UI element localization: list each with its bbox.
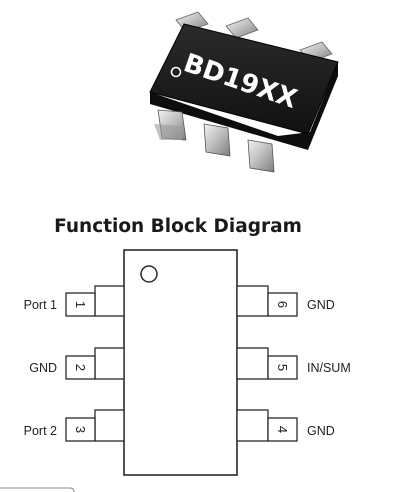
pin-number-box [65, 417, 96, 442]
pin-4: 4 GND [236, 409, 335, 442]
pin-label: Port 2 [24, 424, 57, 438]
pin-lead [94, 285, 125, 317]
pin-lead [94, 347, 125, 380]
pin-number-box [267, 417, 298, 442]
pin-2: 2 GND [29, 347, 125, 380]
pin-number: 3 [73, 426, 88, 433]
pin-label: Port 1 [24, 298, 57, 312]
pin-lead [236, 409, 269, 442]
cropped-edge [0, 487, 75, 492]
pin-number-box [65, 355, 96, 380]
pin-lead [236, 285, 269, 317]
pin-number: 2 [73, 364, 88, 371]
right-pins: 6 GND 5 IN/SUM 4 GND [236, 285, 351, 442]
pin-number: 6 [275, 301, 290, 308]
chip-package-illustration: BD19XX [149, 11, 339, 173]
pin-lead [236, 347, 269, 380]
pin-label: GND [29, 361, 57, 375]
pin-number: 1 [73, 301, 88, 308]
pin-number-box [267, 355, 298, 380]
pin-number-box [267, 292, 298, 317]
left-pins: 1 Port 1 2 GND 3 Port 2 [24, 285, 125, 442]
chip-body [149, 23, 339, 135]
pin-1: 1 Port 1 [24, 285, 125, 317]
pin-number-box [65, 292, 96, 317]
pin-label: GND [307, 424, 335, 438]
pin1-dot-icon [140, 265, 158, 283]
pin-number: 4 [275, 426, 290, 433]
pin-number: 5 [275, 364, 290, 371]
pin-label: IN/SUM [307, 361, 351, 375]
pin1-marker-icon [170, 66, 182, 78]
pin-5: 5 IN/SUM [236, 347, 351, 380]
ic-body [123, 249, 238, 476]
pin-6: 6 GND [236, 285, 335, 317]
diagram-title: Function Block Diagram [54, 216, 302, 237]
pin-lead [94, 409, 125, 442]
pin-3: 3 Port 2 [24, 409, 125, 442]
chip-front-leads [154, 109, 275, 173]
chip-body-side [150, 62, 338, 150]
ic-package-outline [123, 249, 238, 476]
pin-label: GND [307, 298, 335, 312]
